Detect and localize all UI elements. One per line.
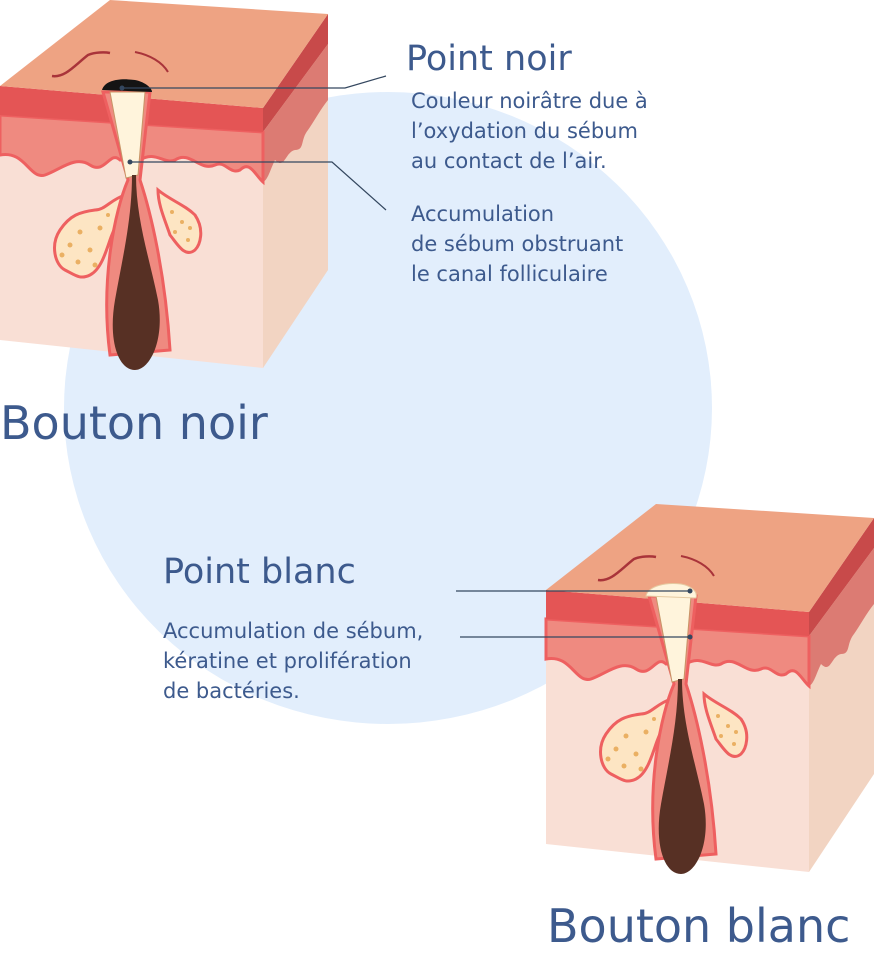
whitehead-skin-illustration bbox=[544, 502, 876, 876]
point-blanc-label: Point blanc bbox=[163, 552, 356, 592]
desc-line: de bactéries. bbox=[163, 679, 300, 703]
desc-line: au contact de l’air. bbox=[411, 149, 607, 173]
desc-line: Accumulation bbox=[411, 202, 555, 226]
desc-line: de sébum obstruant bbox=[411, 232, 624, 256]
desc-line: kératine et prolifération bbox=[163, 649, 412, 673]
point-noir-description: Couleur noirâtre due à l’oxydation du sé… bbox=[411, 86, 648, 176]
desc-line: Couleur noirâtre due à bbox=[411, 89, 648, 113]
bouton-noir-title: Bouton noir bbox=[0, 396, 268, 450]
sebum-description: Accumulation de sébum obstruant le canal… bbox=[411, 199, 623, 289]
blackhead-skin-illustration bbox=[0, 0, 330, 372]
leader-lines bbox=[122, 75, 690, 638]
desc-line: Accumulation de sébum, bbox=[163, 619, 424, 643]
desc-line: l’oxydation du sébum bbox=[411, 119, 638, 143]
point-noir-label: Point noir bbox=[406, 39, 572, 79]
desc-line: le canal folliculaire bbox=[411, 262, 608, 286]
bouton-blanc-title: Bouton blanc bbox=[547, 899, 851, 953]
blackhead-plug bbox=[102, 79, 152, 92]
point-blanc-description: Accumulation de sébum, kératine et proli… bbox=[163, 616, 423, 706]
